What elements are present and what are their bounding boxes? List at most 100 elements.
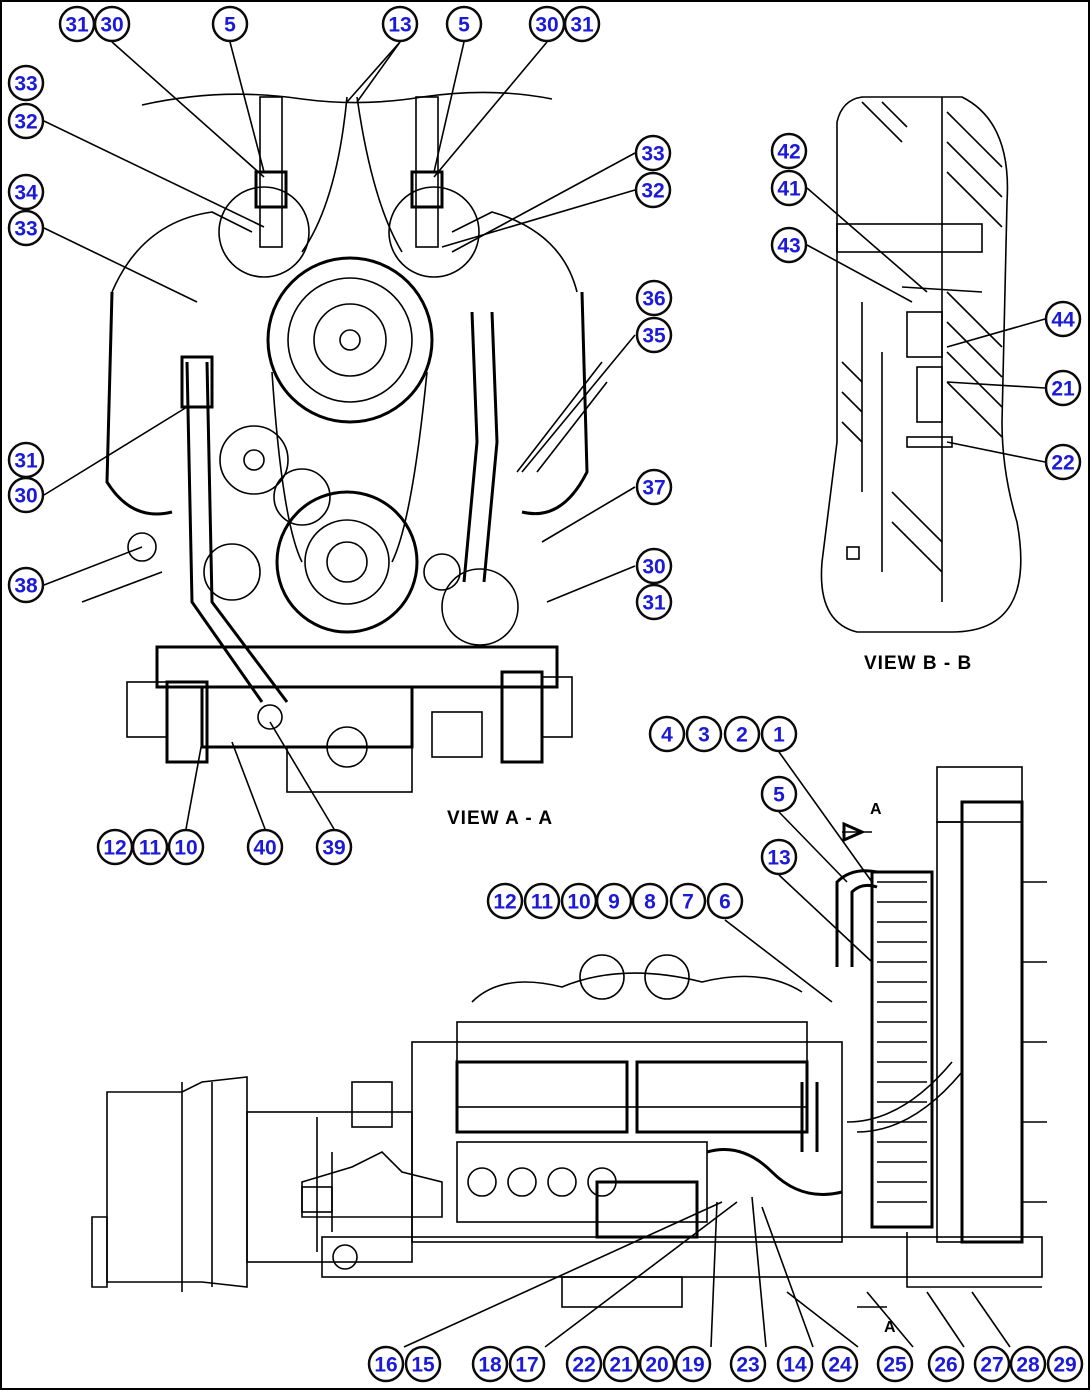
callout-number: 21: [609, 1354, 633, 1377]
callout-side-view-20: 20: [638, 1345, 676, 1383]
callout-number: 30: [535, 14, 558, 37]
callout-view-a-33: 33: [634, 134, 672, 172]
callout-side-view-6: 6: [706, 882, 744, 920]
callout-view-a-31: 31: [7, 441, 45, 479]
callout-number: 11: [531, 891, 554, 914]
callout-view-a-39: 39: [315, 828, 353, 866]
callout-side-view-7: 7: [669, 882, 707, 920]
callout-number: 34: [14, 182, 38, 205]
view-a-engine-front: [81, 91, 608, 793]
callout-view-a-30: 30: [93, 5, 131, 43]
callout-view-a-33: 33: [7, 64, 45, 102]
leader-line: [778, 751, 873, 883]
callout-view-b-43: 43: [770, 226, 808, 264]
leader-line: [546, 565, 636, 603]
callout-number: 21: [1051, 378, 1075, 401]
callout-side-view-1: 1: [760, 715, 798, 753]
callout-view-a-12: 12: [96, 828, 134, 866]
callout-view-a-40: 40: [246, 828, 284, 866]
callout-view-a-5: 5: [211, 5, 249, 43]
callout-number: 8: [644, 891, 656, 914]
callout-number: 12: [103, 837, 126, 860]
callout-side-view-23: 23: [729, 1345, 767, 1383]
leader-line: [786, 1291, 859, 1348]
callout-side-view-9: 9: [595, 882, 633, 920]
callout-side-view-21: 21: [602, 1345, 640, 1383]
leader-line: [866, 1291, 914, 1348]
callout-number: 26: [934, 1354, 957, 1377]
callout-number: 28: [1016, 1354, 1040, 1377]
callout-number: 31: [570, 14, 594, 37]
callout-number: 43: [777, 235, 800, 258]
callout-side-view-18: 18: [471, 1345, 509, 1383]
callout-number: 15: [411, 1354, 435, 1377]
callout-number: 35: [642, 325, 666, 348]
leader-line: [946, 441, 1046, 463]
callout-view-b-21: 21: [1044, 369, 1082, 407]
callout-number: 30: [642, 556, 665, 579]
callout-number: 39: [322, 837, 345, 860]
callout-side-view-5: 5: [760, 775, 798, 813]
callout-view-a-30: 30: [7, 476, 45, 514]
leader-line: [724, 919, 833, 1003]
leader-line: [356, 41, 401, 103]
callout-number: 6: [719, 891, 731, 914]
view-a-label: VIEW A - A: [447, 808, 554, 829]
leader-line: [111, 41, 265, 178]
callout-view-a-32: 32: [7, 102, 45, 140]
callout-side-view-15: 15: [404, 1345, 442, 1383]
callout-side-view-17: 17: [508, 1345, 546, 1383]
callout-view-a-31: 31: [58, 5, 96, 43]
callout-number: 42: [777, 141, 800, 164]
callout-side-view-28: 28: [1009, 1345, 1047, 1383]
leader-line: [541, 486, 636, 543]
callout-number: 33: [14, 218, 37, 241]
leader-line: [43, 406, 188, 496]
callout-view-a-35: 35: [635, 316, 673, 354]
callout-number: 4: [661, 724, 673, 747]
callout-side-view-10: 10: [560, 882, 598, 920]
callout-number: 32: [14, 111, 37, 134]
callout-view-a-11: 11: [131, 828, 169, 866]
callout-number: 1: [773, 724, 785, 747]
leader-line: [751, 1196, 767, 1348]
callout-view-a-33: 33: [7, 209, 45, 247]
callout-view-a-37: 37: [635, 468, 673, 506]
leader-line: [778, 874, 873, 963]
leader-line: [806, 244, 913, 303]
callout-number: 24: [828, 1354, 852, 1377]
leader-line: [544, 1201, 738, 1348]
callout-side-view-19: 19: [674, 1345, 712, 1383]
callout-side-view-27: 27: [973, 1345, 1011, 1383]
callout-number: 14: [783, 1354, 807, 1377]
leader-line: [441, 189, 636, 248]
callout-number: 19: [681, 1354, 704, 1377]
callout-view-a-31: 31: [635, 583, 673, 621]
callout-view-a-10: 10: [167, 828, 205, 866]
callout-side-view-13: 13: [760, 838, 798, 876]
callout-side-view-14: 14: [776, 1345, 814, 1383]
callout-number: 7: [682, 891, 694, 914]
leader-line: [971, 1291, 1011, 1348]
view-b-detail: [820, 96, 1022, 633]
callout-number: 20: [645, 1354, 668, 1377]
callout-view-a-34: 34: [7, 173, 45, 211]
callout-number: 9: [608, 891, 620, 914]
callout-number: 5: [224, 14, 236, 37]
callout-number: 18: [478, 1354, 502, 1377]
callout-side-view-8: 8: [631, 882, 669, 920]
callout-number: 13: [767, 847, 790, 870]
callout-number: 40: [253, 837, 276, 860]
callout-number: 25: [883, 1354, 907, 1377]
callout-number: 27: [980, 1354, 1003, 1377]
callout-side-view-29: 29: [1046, 1345, 1084, 1383]
section-mark-a-top: A: [870, 801, 882, 818]
leader-line: [43, 120, 265, 228]
callout-side-view-24: 24: [821, 1345, 859, 1383]
callout-view-a-5: 5: [445, 5, 483, 43]
callout-view-a-30: 30: [635, 547, 673, 585]
side-view-genset: [91, 766, 1047, 1308]
callout-number: 41: [777, 178, 801, 201]
leader-line: [185, 741, 203, 830]
